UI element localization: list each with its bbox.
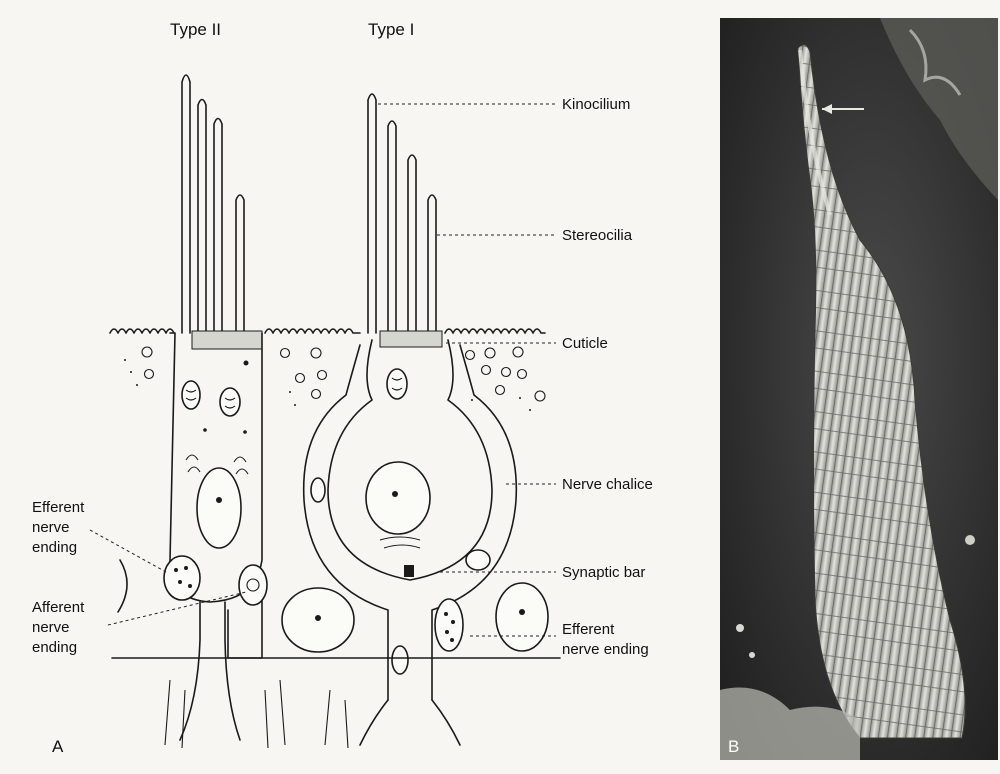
label-efferent-nerve-ending-right-1: Efferent	[562, 621, 615, 638]
type-ii-hair-cell	[164, 75, 267, 740]
panel-b-micrograph: B	[720, 18, 998, 760]
label-nerve-chalice: Nerve chalice	[562, 476, 653, 493]
label-afferent-left-3: ending	[32, 639, 77, 656]
label-afferent-left-2: nerve	[32, 619, 70, 636]
label-cuticle: Cuticle	[562, 335, 608, 352]
label-efferent-nerve-ending-right-2: nerve ending	[562, 641, 649, 658]
heading-type-i: Type I	[368, 20, 414, 39]
label-stereocilia: Stereocilia	[562, 227, 633, 244]
label-efferent-left-2: nerve	[32, 519, 70, 536]
heading-type-ii: Type II	[170, 20, 221, 39]
label-afferent-left-1: Afferent	[32, 599, 85, 616]
label-synaptic-bar: Synaptic bar	[562, 564, 645, 581]
label-efferent-left-3: ending	[32, 539, 77, 556]
panel-a-drawing: Type II Type I Kinocilium Stereocilia Cu…	[32, 20, 653, 756]
label-kinocilium: Kinocilium	[562, 96, 630, 113]
panel-letter-b: B	[728, 737, 739, 756]
label-efferent-left-1: Efferent	[32, 499, 85, 516]
panel-letter-a: A	[52, 737, 64, 756]
